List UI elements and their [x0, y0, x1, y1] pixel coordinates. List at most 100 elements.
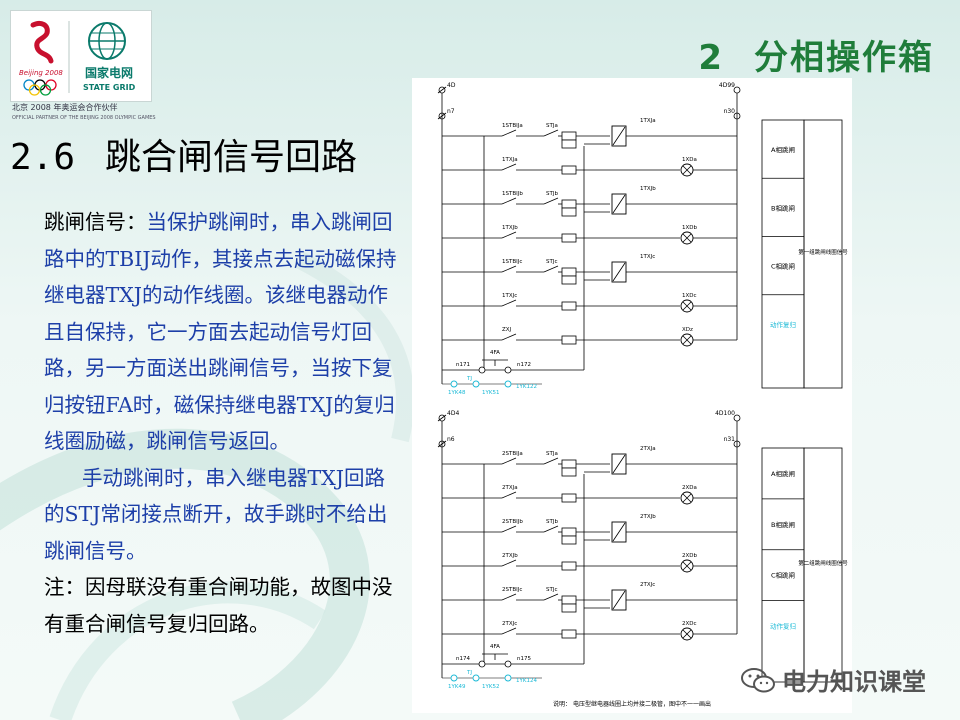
left-bus-label: 4D: [447, 82, 456, 89]
watermark: 电力知识课堂: [740, 662, 926, 697]
left-bus-label: 4D4: [447, 410, 459, 417]
reset-left-label: n171: [456, 362, 470, 368]
terminal-slash: [437, 414, 447, 422]
coil-label: 2TXJc: [640, 582, 655, 588]
stj-label: STJb: [546, 519, 558, 525]
coil-slash: [612, 194, 626, 214]
stj-label: STJa: [546, 123, 558, 129]
coil-label: 1TXJb: [640, 186, 656, 192]
terminal-slash: [437, 86, 447, 94]
lamp-label: 2XDb: [682, 553, 698, 559]
button-terminal-icon: [478, 660, 486, 668]
contact-label: 1STBIJa: [502, 123, 523, 129]
coil-slash: [612, 590, 626, 610]
stj-label: STJc: [546, 587, 558, 593]
stj-label: STJc: [546, 259, 558, 265]
contact-label: 2TXJa: [502, 485, 518, 491]
resistor-icon: [561, 335, 577, 345]
coil-label: 1TXJa: [640, 118, 656, 124]
stj-contact: [543, 525, 559, 533]
contact-blade: [501, 593, 517, 601]
body-text: 跳闸信号：当保护跳闸时，串入跳闸回路中的TBIJ动作，其接点去起动磁保持继电器T…: [44, 204, 402, 642]
logo-caption-cn: 北京 2008 年奥运会合作伙伴: [12, 103, 118, 112]
contact-blade: [501, 231, 517, 239]
resistor-icon: [561, 595, 577, 605]
contact-label: 1TXJa: [502, 157, 518, 163]
stj-contact: [543, 129, 559, 137]
cyan-terminal-icon: [504, 380, 512, 388]
stj-label: STJa: [546, 451, 558, 457]
coil-slash: [612, 454, 626, 474]
left-bus2-label: n6: [447, 436, 455, 443]
contact-blade: [501, 129, 517, 137]
wechat-icon: [741, 667, 775, 692]
contact-label: 2STBIJa: [502, 451, 523, 457]
group-label: 第二组跳闸线圈信号: [798, 559, 848, 567]
cyan-terminal-icon: [450, 380, 458, 388]
coil-label: 2TXJa: [640, 446, 656, 452]
side-label: 动作复归: [770, 320, 796, 329]
left-bus2-label: n7: [447, 108, 455, 115]
lamp-cross: [682, 165, 692, 175]
contact-label: 2TXJb: [502, 553, 518, 559]
contact-blade: [501, 559, 517, 567]
contact-label: 1STBIJc: [502, 259, 522, 265]
coil-slash: [612, 262, 626, 282]
lamp-label: 2XDc: [682, 621, 697, 627]
lamp-label: 1XDc: [682, 293, 697, 299]
resistor-icon: [561, 267, 577, 277]
heading-number: 2.6: [10, 137, 76, 178]
contact-blade: [501, 627, 517, 635]
resistor-icon: [561, 165, 577, 175]
section-name: 分相操作箱: [754, 38, 934, 78]
reset-left-label: n174: [456, 656, 470, 662]
sponsor-logo: Beijing 2008 国家电网 STATE GRID: [10, 10, 152, 102]
trip-signal-text: 当保护跳闸时，串入跳闸回路中的TBIJ动作，其接点去起动磁保持继电器TXJ的动作…: [44, 210, 397, 453]
right-bus2-label: n31: [724, 436, 736, 443]
term-b-label: 1YK51: [482, 390, 499, 396]
resistor-icon: [561, 139, 577, 149]
contact-blade: [501, 491, 517, 499]
term-c-label: 1YK122: [516, 384, 537, 390]
side-label: C相跳闸: [771, 571, 795, 580]
olympic-logo-icon: Beijing 2008 国家电网 STATE GRID: [19, 20, 136, 96]
reset-button-label: 4FA: [490, 350, 500, 356]
logo-caption-en: OFFICIAL PARTNER OF THE BEIJING 2008 OLY…: [12, 115, 156, 121]
side-label: B相跳闸: [771, 520, 795, 529]
logo-caption: 北京 2008 年奥运会合作伙伴 OFFICIAL PARTNER OF THE…: [12, 103, 162, 123]
trip-signal-label: 跳闸信号：: [44, 210, 147, 234]
right-bus-label: 4D99: [719, 82, 735, 89]
group-table: [803, 447, 843, 683]
group-table: [803, 119, 843, 389]
side-label: 动作复归: [770, 622, 796, 631]
resistor-icon: [561, 527, 577, 537]
watermark-text: 电力知识课堂: [782, 668, 926, 696]
contact-label: 2STBIJb: [502, 519, 523, 525]
group-label: 第一组跳闸线圈信号: [798, 248, 848, 256]
contact-blade: [501, 457, 517, 465]
contact-label: 1STBIJb: [502, 191, 523, 197]
resistor-icon: [561, 131, 577, 141]
resistor-icon: [561, 301, 577, 311]
reset-right-label: n172: [517, 362, 531, 368]
diagram-caption: 说明： 电压型继电器线圈上均并接二极管，图中不一一画出: [553, 700, 711, 708]
paragraph-manual-trip: 手动跳闸时，串入继电器TXJ回路的STJ常闭接点断开，故手跳时不给出跳闸信号。: [44, 465, 388, 563]
lamp-cross: [682, 561, 692, 571]
resistor-icon: [561, 275, 577, 285]
lamp-cross: [682, 493, 692, 503]
cyan-terminal-icon: [504, 674, 512, 682]
stj-contact: [543, 265, 559, 273]
contact-label: 1TXJb: [502, 225, 518, 231]
state-grid-cn: 国家电网: [85, 65, 133, 80]
resistor-icon: [561, 493, 577, 503]
reset-right-label: n175: [517, 656, 531, 662]
cyan-terminal-icon: [472, 674, 480, 682]
contact-blade: [501, 265, 517, 273]
contact-blade: [501, 525, 517, 533]
lamp-cross: [682, 335, 692, 345]
reset-button-label: 4FA: [490, 644, 500, 650]
